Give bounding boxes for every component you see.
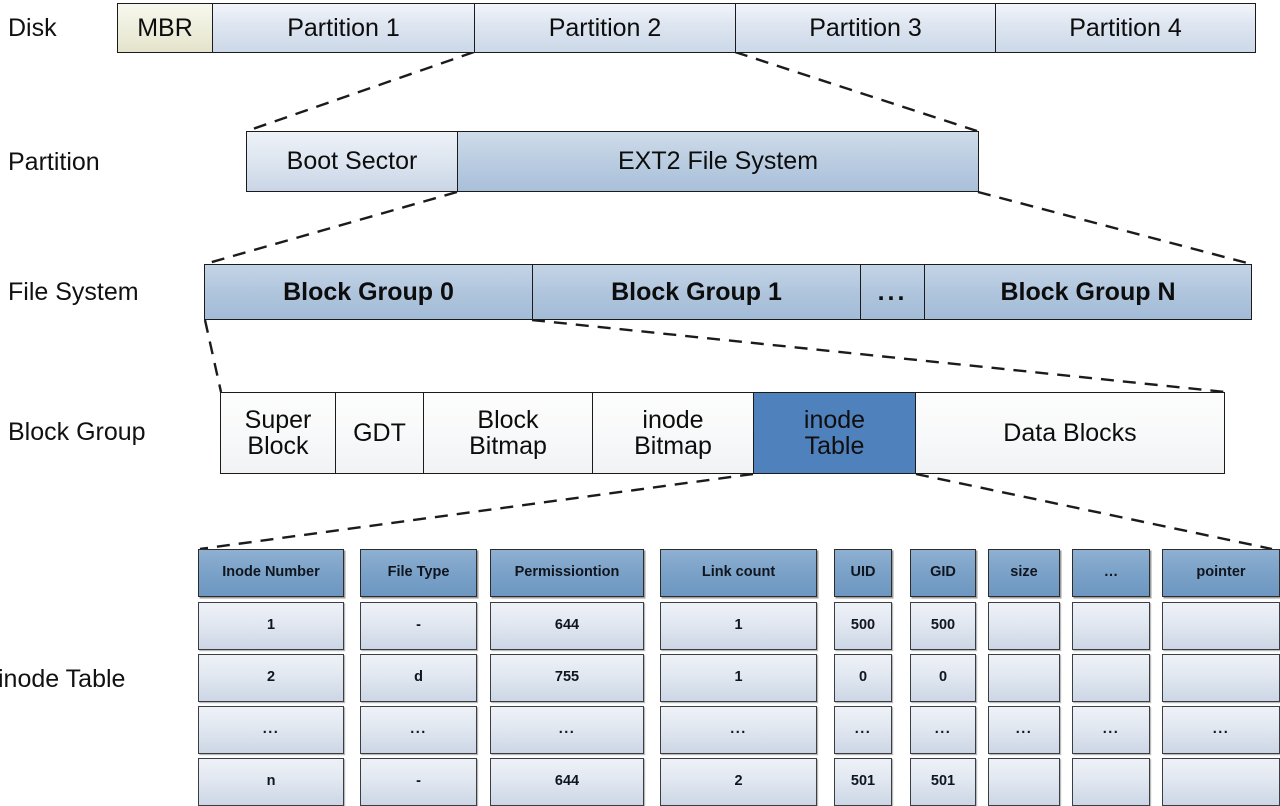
inode-table-cell-r2-uid[interactable]: 0: [834, 654, 892, 702]
inode-table-cell-r1-col[interactable]: [1072, 602, 1150, 650]
inode-table-cell-r2-inode-number[interactable]: 2: [198, 654, 344, 702]
fs-box-block-group-n[interactable]: Block Group N: [924, 264, 1252, 320]
inode-table-cell-r3-file-type[interactable]: ...: [360, 706, 477, 754]
inode-table-cell-r3-pointer[interactable]: ...: [1162, 706, 1280, 754]
inode-table-cell-r2-file-type[interactable]: d: [360, 654, 477, 702]
inode-table-cell-r2-gid[interactable]: 0: [910, 654, 976, 702]
inode-table-cell-r1-gid[interactable]: 500: [910, 602, 976, 650]
row-label-block-group: Block Group: [8, 418, 146, 446]
bg-box-super-block[interactable]: Super Block: [220, 392, 336, 474]
connector-disk-right: [734, 50, 978, 133]
connector-disk-left: [246, 50, 475, 133]
inode-table-cell-r1-inode-number[interactable]: 1: [198, 602, 344, 650]
disk-box-partition-1[interactable]: Partition 1: [212, 3, 475, 53]
inode-table-cell-r1-pointer[interactable]: [1162, 602, 1280, 650]
inode-table-cell-r2-permissiontion[interactable]: 755: [490, 654, 644, 702]
row-label-file-system: File System: [8, 278, 139, 306]
row-label-disk: Disk: [8, 14, 57, 42]
inode-table-header-size[interactable]: size: [988, 549, 1060, 597]
inode-table-cell-r2-size[interactable]: [988, 654, 1060, 702]
inode-table-cell-r3-gid[interactable]: ...: [910, 706, 976, 754]
connector-fs-right: [531, 318, 1226, 394]
inode-table-cell-r4-col[interactable]: [1072, 758, 1150, 806]
row-label-partition: Partition: [8, 148, 100, 176]
row-label-inode-table: inode Table: [0, 665, 126, 693]
inode-table-header-uid[interactable]: UID: [834, 549, 892, 597]
inode-table-cell-r1-link-count[interactable]: 1: [660, 602, 817, 650]
inode-table-cell-r3-col[interactable]: ...: [1072, 706, 1150, 754]
bg-inode-table-line2: Table: [804, 432, 865, 460]
inode-table-header-link-count[interactable]: Link count: [660, 549, 817, 597]
inode-table-cell-r3-uid[interactable]: ...: [834, 706, 892, 754]
bg-box-data-blocks[interactable]: Data Blocks: [915, 392, 1225, 474]
fs-box-block-group-0[interactable]: Block Group 0: [204, 264, 533, 320]
bg-box-gdt[interactable]: GDT: [335, 392, 424, 474]
bg-super-block-line2: Block: [247, 432, 309, 460]
bg-super-block-line1: Super: [244, 405, 312, 434]
inode-table-cell-r4-uid[interactable]: 501: [834, 758, 892, 806]
fs-box-block-group-1[interactable]: Block Group 1: [532, 264, 861, 320]
disk-box-partition-3[interactable]: Partition 3: [735, 3, 996, 53]
inode-table-header-file-type[interactable]: File Type: [360, 549, 477, 597]
inode-table-cell-r4-link-count[interactable]: 2: [660, 758, 817, 806]
inode-table-header-col[interactable]: …: [1072, 549, 1150, 597]
inode-table-cell-r4-file-type[interactable]: -: [360, 758, 477, 806]
disk-box-partition-2[interactable]: Partition 2: [474, 3, 736, 53]
bg-inode-table-line1: inode: [803, 405, 866, 434]
bg-block-bitmap-line2: Bitmap: [469, 432, 547, 460]
inode-table-cell-r4-permissiontion[interactable]: 644: [490, 758, 644, 806]
partition-box-ext2[interactable]: EXT2 File System: [457, 131, 979, 192]
bg-box-inode-bitmap[interactable]: inode Bitmap: [592, 392, 754, 474]
inode-table-cell-r1-size[interactable]: [988, 602, 1060, 650]
inode-table-cell-r3-inode-number[interactable]: ...: [198, 706, 344, 754]
inode-table-cell-r1-permissiontion[interactable]: 644: [490, 602, 644, 650]
inode-table-cell-r1-uid[interactable]: 500: [834, 602, 892, 650]
connector-fs-left: [203, 319, 223, 393]
bg-inode-bitmap-line2: Bitmap: [634, 432, 712, 460]
inode-table-header-pointer[interactable]: pointer: [1162, 549, 1280, 597]
bg-box-inode-table[interactable]: inode Table: [753, 392, 916, 474]
connector-partition-left: [204, 190, 458, 266]
inode-table-cell-r2-col[interactable]: [1072, 654, 1150, 702]
connector-bg-right: [915, 472, 1273, 551]
connector-bg-left: [199, 472, 754, 551]
inode-table-cell-r1-file-type[interactable]: -: [360, 602, 477, 650]
inode-table-cell-r3-link-count[interactable]: ...: [660, 706, 817, 754]
disk-box-partition-4[interactable]: Partition 4: [995, 3, 1256, 53]
bg-inode-bitmap-line1: inode: [642, 405, 704, 434]
partition-box-boot-sector[interactable]: Boot Sector: [246, 131, 458, 192]
disk-box-mbr[interactable]: MBR: [117, 3, 213, 53]
inode-table-cell-r4-pointer[interactable]: [1162, 758, 1280, 806]
bg-box-block-bitmap[interactable]: Block Bitmap: [423, 392, 593, 474]
inode-table-header-gid[interactable]: GID: [910, 549, 976, 597]
fs-box-ellipsis: ...: [860, 264, 925, 320]
connector-partition-right: [977, 190, 1252, 266]
bg-block-bitmap-line1: Block: [477, 405, 539, 434]
inode-table-cell-r3-permissiontion[interactable]: ...: [490, 706, 644, 754]
inode-table-header-permissiontion[interactable]: Permissiontion: [490, 549, 644, 597]
inode-table-cell-r4-size[interactable]: [988, 758, 1060, 806]
inode-table-header-inode-number[interactable]: Inode Number: [198, 549, 344, 597]
inode-table-cell-r4-gid[interactable]: 501: [910, 758, 976, 806]
inode-table-cell-r3-size[interactable]: ...: [988, 706, 1060, 754]
inode-table-cell-r4-inode-number[interactable]: n: [198, 758, 344, 806]
inode-table-cell-r2-link-count[interactable]: 1: [660, 654, 817, 702]
inode-table-cell-r2-pointer[interactable]: [1162, 654, 1280, 702]
